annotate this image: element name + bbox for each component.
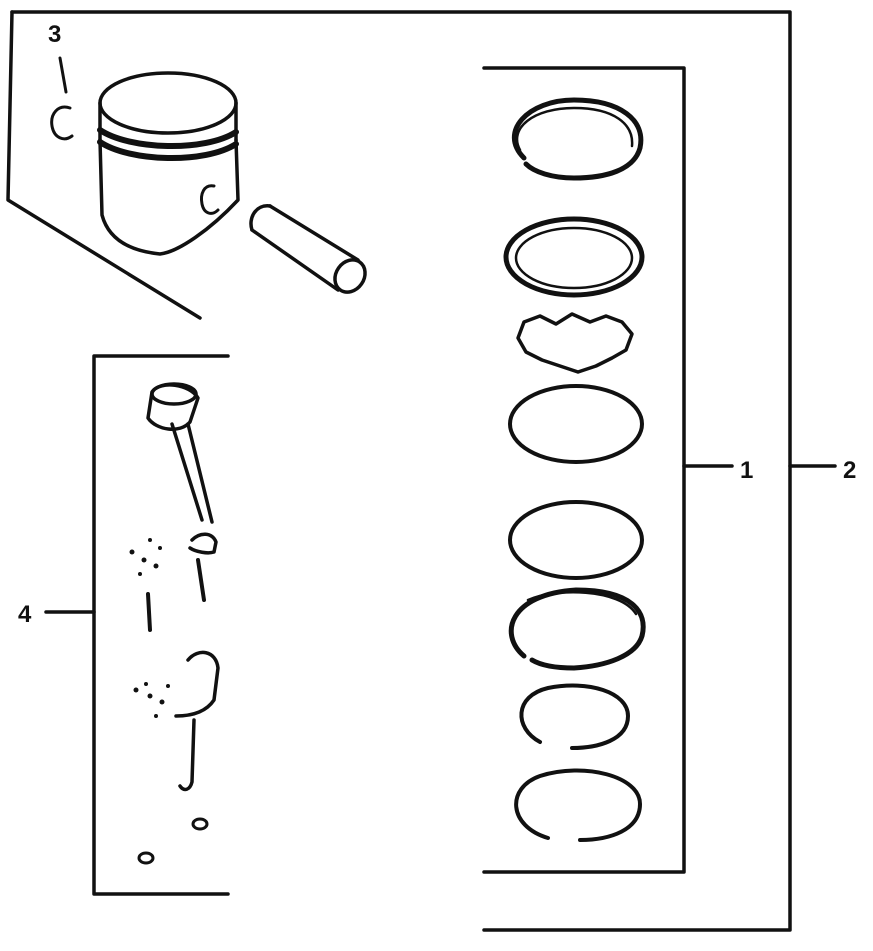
ring-2 xyxy=(503,216,645,298)
ring-1 xyxy=(511,97,644,181)
piston-pin-clip-drawing xyxy=(50,56,74,141)
callout-4: 4 xyxy=(18,601,32,628)
rod-nuts xyxy=(137,817,209,865)
piston-drawing xyxy=(97,71,240,256)
ring-4 xyxy=(508,500,644,580)
connecting-rod-bracket xyxy=(44,354,230,896)
ring-3 xyxy=(508,384,644,464)
piston-pin-drawing xyxy=(249,204,367,294)
callout-1: 1 xyxy=(740,457,753,484)
piston-rings xyxy=(503,97,646,842)
ring-6 xyxy=(519,683,630,750)
callout-2: 2 xyxy=(843,457,856,484)
connecting-rod-drawing xyxy=(146,382,220,792)
ring-set-bracket xyxy=(482,66,734,874)
ring-expander xyxy=(516,312,634,374)
rod-cap-dots xyxy=(129,538,170,718)
ring-5 xyxy=(508,587,646,671)
ring-7 xyxy=(514,768,642,842)
callout-3: 3 xyxy=(48,21,61,48)
piston-kit-bracket xyxy=(6,10,837,932)
